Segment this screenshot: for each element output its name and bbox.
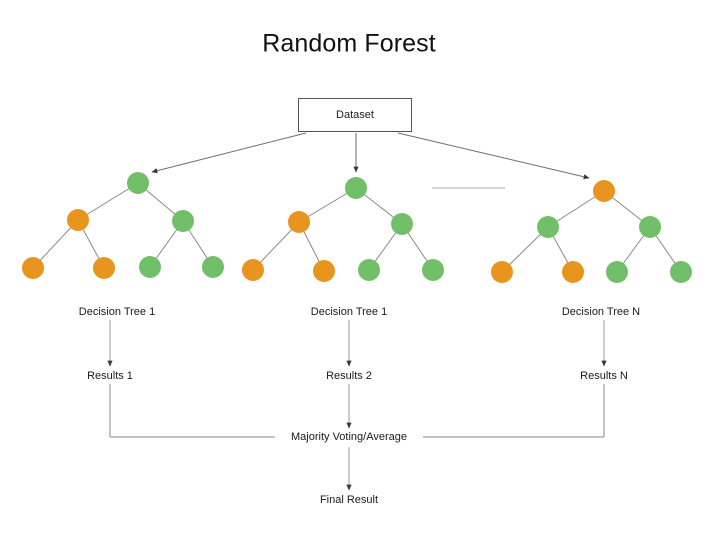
page-title: Random Forest: [262, 29, 436, 58]
dataset-box[interactable]: Dataset: [298, 98, 412, 132]
dataset-to-tree-1-arrow: [151, 132, 307, 174]
tree-3-root-node[interactable]: [593, 180, 615, 202]
tree-2-leaf-2-node[interactable]: [313, 260, 335, 282]
tree-3-leaf-1-node[interactable]: [491, 261, 513, 283]
dataset-label: Dataset: [336, 109, 374, 121]
tree-2-leaf-1-node[interactable]: [242, 259, 264, 281]
dataset-arrow-group: [151, 132, 590, 180]
tree-3-label[interactable]: Decision Tree N: [561, 305, 641, 318]
tree-1-leaf-2-node[interactable]: [93, 257, 115, 279]
tree-2-root-node[interactable]: [345, 177, 367, 199]
tree-1-leaf-4-node[interactable]: [202, 256, 224, 278]
tree-1-label[interactable]: Decision Tree 1: [78, 305, 156, 318]
tree-1-leaf-1-node[interactable]: [22, 257, 44, 279]
aggregation-label[interactable]: Majority Voting/Average: [291, 430, 407, 443]
tree-3-leaf-4-node[interactable]: [670, 261, 692, 283]
tree-1-root-node[interactable]: [127, 172, 149, 194]
tree-2-leaf-4-node[interactable]: [422, 259, 444, 281]
tree-3-internal-left-node[interactable]: [537, 216, 559, 238]
tree-1-results-label[interactable]: Results 1: [87, 369, 133, 382]
results-arrow-group: [107, 320, 607, 367]
aggregation-bracket-group: [109, 384, 605, 438]
tree-3-leaf-2-node[interactable]: [562, 261, 584, 283]
tree-3-results-label[interactable]: Results N: [580, 369, 628, 382]
tree-1-internal-left-node[interactable]: [67, 209, 89, 231]
tree-1-leaf-3-node[interactable]: [139, 256, 161, 278]
tree-2-label[interactable]: Decision Tree 1: [310, 305, 388, 318]
tree-2-internal-right-node[interactable]: [391, 213, 413, 235]
tree-2-internal-left-node[interactable]: [288, 211, 310, 233]
tree-2-results-label[interactable]: Results 2: [326, 369, 372, 382]
dataset-to-tree-3-arrow: [397, 132, 590, 180]
tree-2-leaf-3-node[interactable]: [358, 259, 380, 281]
tree-1-internal-right-node[interactable]: [172, 210, 194, 232]
tree-3-leaf-3-node[interactable]: [606, 261, 628, 283]
tree-3-internal-right-node[interactable]: [639, 216, 661, 238]
final-result-label[interactable]: Final Result: [319, 493, 379, 506]
